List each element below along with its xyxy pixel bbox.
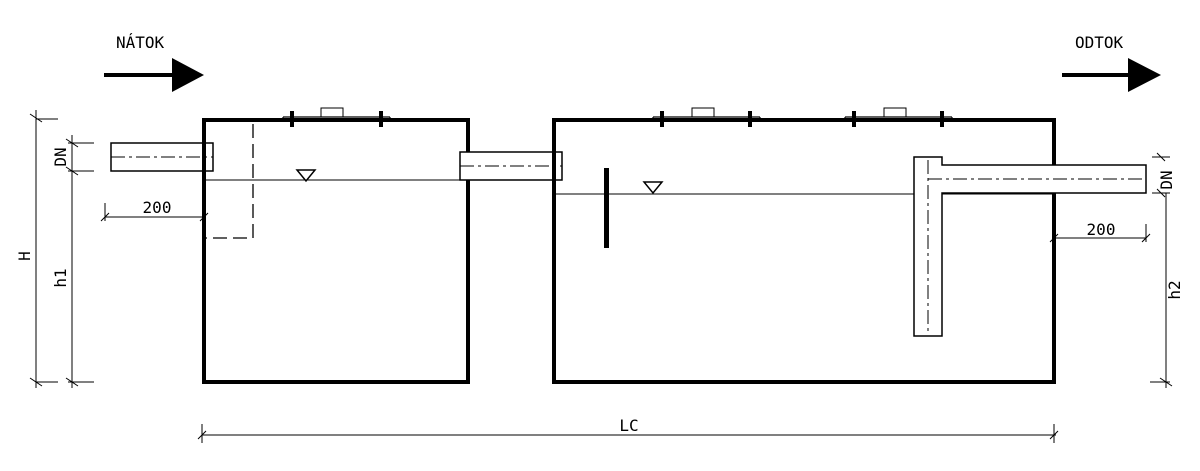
dimension-h1 [65, 178, 94, 388]
inflow-label: NÁTOK [116, 33, 165, 52]
water-level-marker-left [295, 169, 317, 183]
right-manhole-cover-2 [844, 107, 953, 127]
right-tank [552, 118, 1056, 384]
outlet-tee-pipe [913, 156, 1147, 337]
left-tank [202, 118, 470, 384]
label-dn-right: DN [1157, 170, 1176, 189]
label-h2: h2 [1165, 280, 1184, 299]
outflow-label: ODTOK [1075, 33, 1124, 52]
outflow-arrow [1062, 58, 1161, 92]
dimension-200-right [1049, 224, 1151, 243]
label-h: H [15, 251, 34, 261]
right-manhole-cover-1 [652, 107, 761, 127]
water-level-marker-right [642, 181, 664, 195]
dimension-lc [197, 424, 1059, 443]
inflow-arrow [104, 58, 204, 92]
dimension-dn-right [1152, 152, 1170, 198]
dimension-h [29, 110, 58, 388]
label-lc: LC [619, 416, 638, 435]
label-h1: h1 [51, 268, 70, 287]
dimension-h2 [1150, 193, 1173, 388]
connecting-pipe [459, 151, 563, 181]
inlet-baffle [206, 124, 254, 239]
inlet-pipe [110, 142, 214, 172]
left-manhole-cover [282, 107, 391, 127]
label-200-right: 200 [1087, 220, 1116, 239]
dimension-200-left [100, 203, 209, 222]
label-200-left: 200 [143, 198, 172, 217]
baffle-plate [604, 168, 609, 248]
label-dn-left: DN [51, 147, 70, 166]
dimension-dn-left [65, 135, 94, 178]
